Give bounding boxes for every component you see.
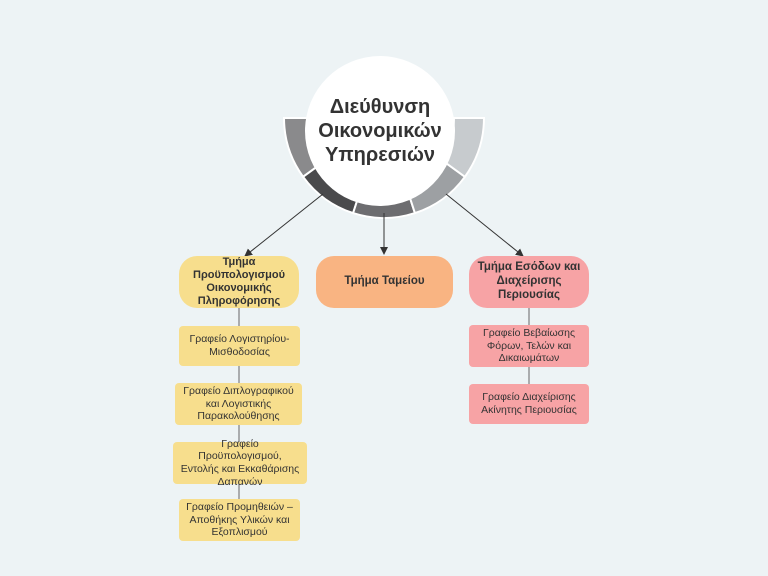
connector-root-to-dept-1: [244, 193, 324, 257]
root-title-line-3: Υπηρεσιών: [325, 144, 435, 166]
root-node: Διεύθυνση Οικονομικών Υπηρεσιών: [305, 56, 455, 206]
office-double-entry-accounting: Γραφείο Διπλογραφικού και Λογιστικής Παρ…: [175, 383, 302, 425]
root-title-line-1: Διεύθυνση: [329, 96, 431, 118]
department-revenue-property: Τμήμα Εσόδων και Διαχείρισης Περιουσίας: [469, 256, 589, 308]
root-title-line-2: Οικονομικών: [318, 120, 442, 142]
office-real-estate-management: Γραφείο Διαχείρισης Ακίνητης Περιουσίας: [469, 384, 589, 424]
office-budget-expenses: Γραφείο Προϋπολογισμού, Εντολής και Εκκα…: [173, 438, 307, 488]
connector-root-to-dept-3: [445, 193, 524, 257]
department-budget: Τμήμα Προϋπολογισμού Οικονομικής Πληροφό…: [179, 256, 299, 308]
office-accounting-payroll: Γραφείο Λογιστηρίου-Μισθοδοσίας: [179, 326, 300, 366]
department-treasury: Τμήμα Ταμείου: [316, 256, 453, 308]
office-tax-assessment: Γραφείο Βεβαίωσης Φόρων, Τελών και Δικαι…: [469, 325, 589, 367]
office-procurement-warehouse: Γραφείο Προμηθειών – Αποθήκης Υλικών και…: [179, 499, 300, 541]
